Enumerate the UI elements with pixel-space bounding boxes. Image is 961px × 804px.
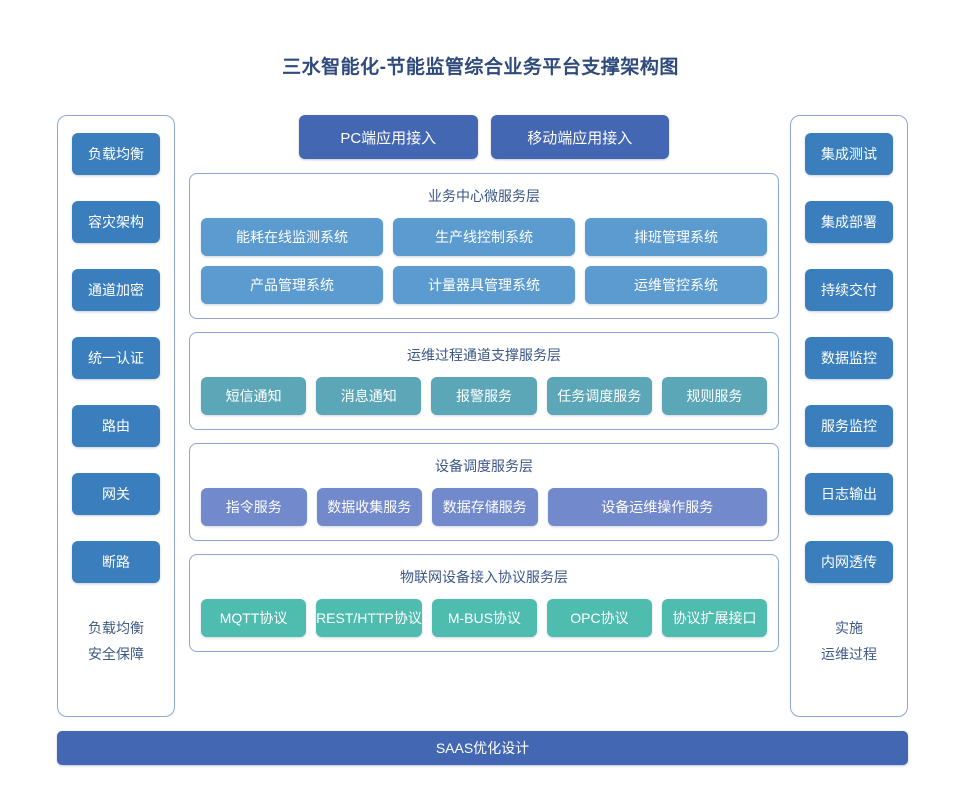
left-sidebar-panel: 负载均衡容灾架构通道加密统一认证路由网关断路 负载均衡 安全保障 (57, 115, 175, 717)
center-column: PC端应用接入移动端应用接入 业务中心微服务层能耗在线监测系统生产线控制系统排班… (189, 115, 779, 665)
service-chip[interactable]: 计量器具管理系统 (393, 266, 575, 304)
service-layer-title-4: 物联网设备接入协议服务层 (400, 569, 568, 585)
right-sidebar-item-4[interactable]: 数据监控 (805, 337, 893, 379)
right-sidebar-footer-line-1: 实施 (835, 620, 863, 636)
left-sidebar-item-3[interactable]: 通道加密 (72, 269, 160, 311)
left-sidebar-item-2[interactable]: 容灾架构 (72, 201, 160, 243)
service-chip-row: 指令服务数据收集服务数据存储服务设备运维操作服务 (201, 488, 768, 526)
left-sidebar-item-4[interactable]: 统一认证 (72, 337, 160, 379)
access-bar-2[interactable]: 移动端应用接入 (490, 115, 669, 159)
service-chip[interactable]: 指令服务 (201, 488, 307, 526)
service-chip[interactable]: 运维管控系统 (585, 266, 767, 304)
service-chip[interactable]: 消息通知 (316, 377, 422, 415)
left-sidebar-footer-line-1: 负载均衡 (88, 620, 144, 636)
service-chip-row: 短信通知消息通知报警服务任务调度服务规则服务 (201, 377, 768, 415)
right-sidebar-item-1[interactable]: 集成测试 (805, 133, 893, 175)
application-access-row: PC端应用接入移动端应用接入 (189, 115, 779, 159)
left-sidebar-item-7[interactable]: 断路 (72, 541, 160, 583)
service-chip[interactable]: 数据存储服务 (432, 488, 538, 526)
service-chip[interactable]: 设备运维操作服务 (547, 488, 768, 526)
left-sidebar-footer-line-2: 安全保障 (88, 646, 144, 662)
left-sidebar-item-6[interactable]: 网关 (72, 473, 160, 515)
service-layer-stack: 业务中心微服务层能耗在线监测系统生产线控制系统排班管理系统产品管理系统计量器具管… (189, 173, 779, 652)
right-sidebar-item-2[interactable]: 集成部署 (805, 201, 893, 243)
service-chip[interactable]: MQTT协议 (201, 599, 307, 637)
left-sidebar-item-5[interactable]: 路由 (72, 405, 160, 447)
right-sidebar-panel: 集成测试集成部署持续交付数据监控服务监控日志输出内网透传 实施 运维过程 (790, 115, 908, 717)
service-chip[interactable]: OPC协议 (546, 599, 652, 637)
service-chip[interactable]: 任务调度服务 (546, 377, 652, 415)
service-chip-row: 能耗在线监测系统生产线控制系统排班管理系统 (201, 218, 767, 256)
right-sidebar-footer: 实施 运维过程 (821, 615, 877, 667)
right-sidebar-chip-list: 集成测试集成部署持续交付数据监控服务监控日志输出内网透传 (805, 133, 893, 609)
service-layer-title-1: 业务中心微服务层 (428, 188, 540, 204)
page-title: 三水智能化-节能监管综合业务平台支撑架构图 (282, 57, 679, 78)
service-chip[interactable]: 协议扩展接口 (661, 599, 768, 637)
service-chip[interactable]: M-BUS协议 (431, 599, 537, 637)
access-bar-1[interactable]: PC端应用接入 (299, 115, 478, 159)
service-chip[interactable]: 排班管理系统 (585, 218, 767, 256)
service-chip[interactable]: 短信通知 (201, 377, 307, 415)
service-layer-panel-3: 设备调度服务层指令服务数据收集服务数据存储服务设备运维操作服务 (189, 443, 779, 541)
service-chip[interactable]: 数据收集服务 (316, 488, 423, 526)
saas-optimization-bar: SAAS优化设计 (57, 731, 908, 765)
service-chip[interactable]: 规则服务 (661, 377, 768, 415)
right-sidebar-item-3[interactable]: 持续交付 (805, 269, 893, 311)
service-chip[interactable]: REST/HTTP协议 (316, 599, 422, 637)
right-sidebar-item-7[interactable]: 内网透传 (805, 541, 893, 583)
service-chip[interactable]: 生产线控制系统 (393, 218, 575, 256)
service-chip[interactable]: 报警服务 (431, 377, 537, 415)
left-sidebar-item-1[interactable]: 负载均衡 (72, 133, 160, 175)
service-layer-title-3: 设备调度服务层 (435, 458, 533, 474)
service-chip[interactable]: 能耗在线监测系统 (201, 218, 383, 256)
service-chip[interactable]: 产品管理系统 (201, 266, 383, 304)
service-chip-row: 产品管理系统计量器具管理系统运维管控系统 (201, 266, 767, 304)
service-layer-panel-2: 运维过程通道支撑服务层短信通知消息通知报警服务任务调度服务规则服务 (189, 332, 779, 430)
service-layer-panel-1: 业务中心微服务层能耗在线监测系统生产线控制系统排班管理系统产品管理系统计量器具管… (189, 173, 779, 319)
left-sidebar-chip-list: 负载均衡容灾架构通道加密统一认证路由网关断路 (72, 133, 160, 609)
right-sidebar-item-5[interactable]: 服务监控 (805, 405, 893, 447)
right-sidebar-footer-line-2: 运维过程 (821, 646, 877, 662)
service-layer-title-2: 运维过程通道支撑服务层 (407, 347, 561, 363)
right-sidebar-item-6[interactable]: 日志输出 (805, 473, 893, 515)
left-sidebar-footer: 负载均衡 安全保障 (88, 615, 144, 667)
